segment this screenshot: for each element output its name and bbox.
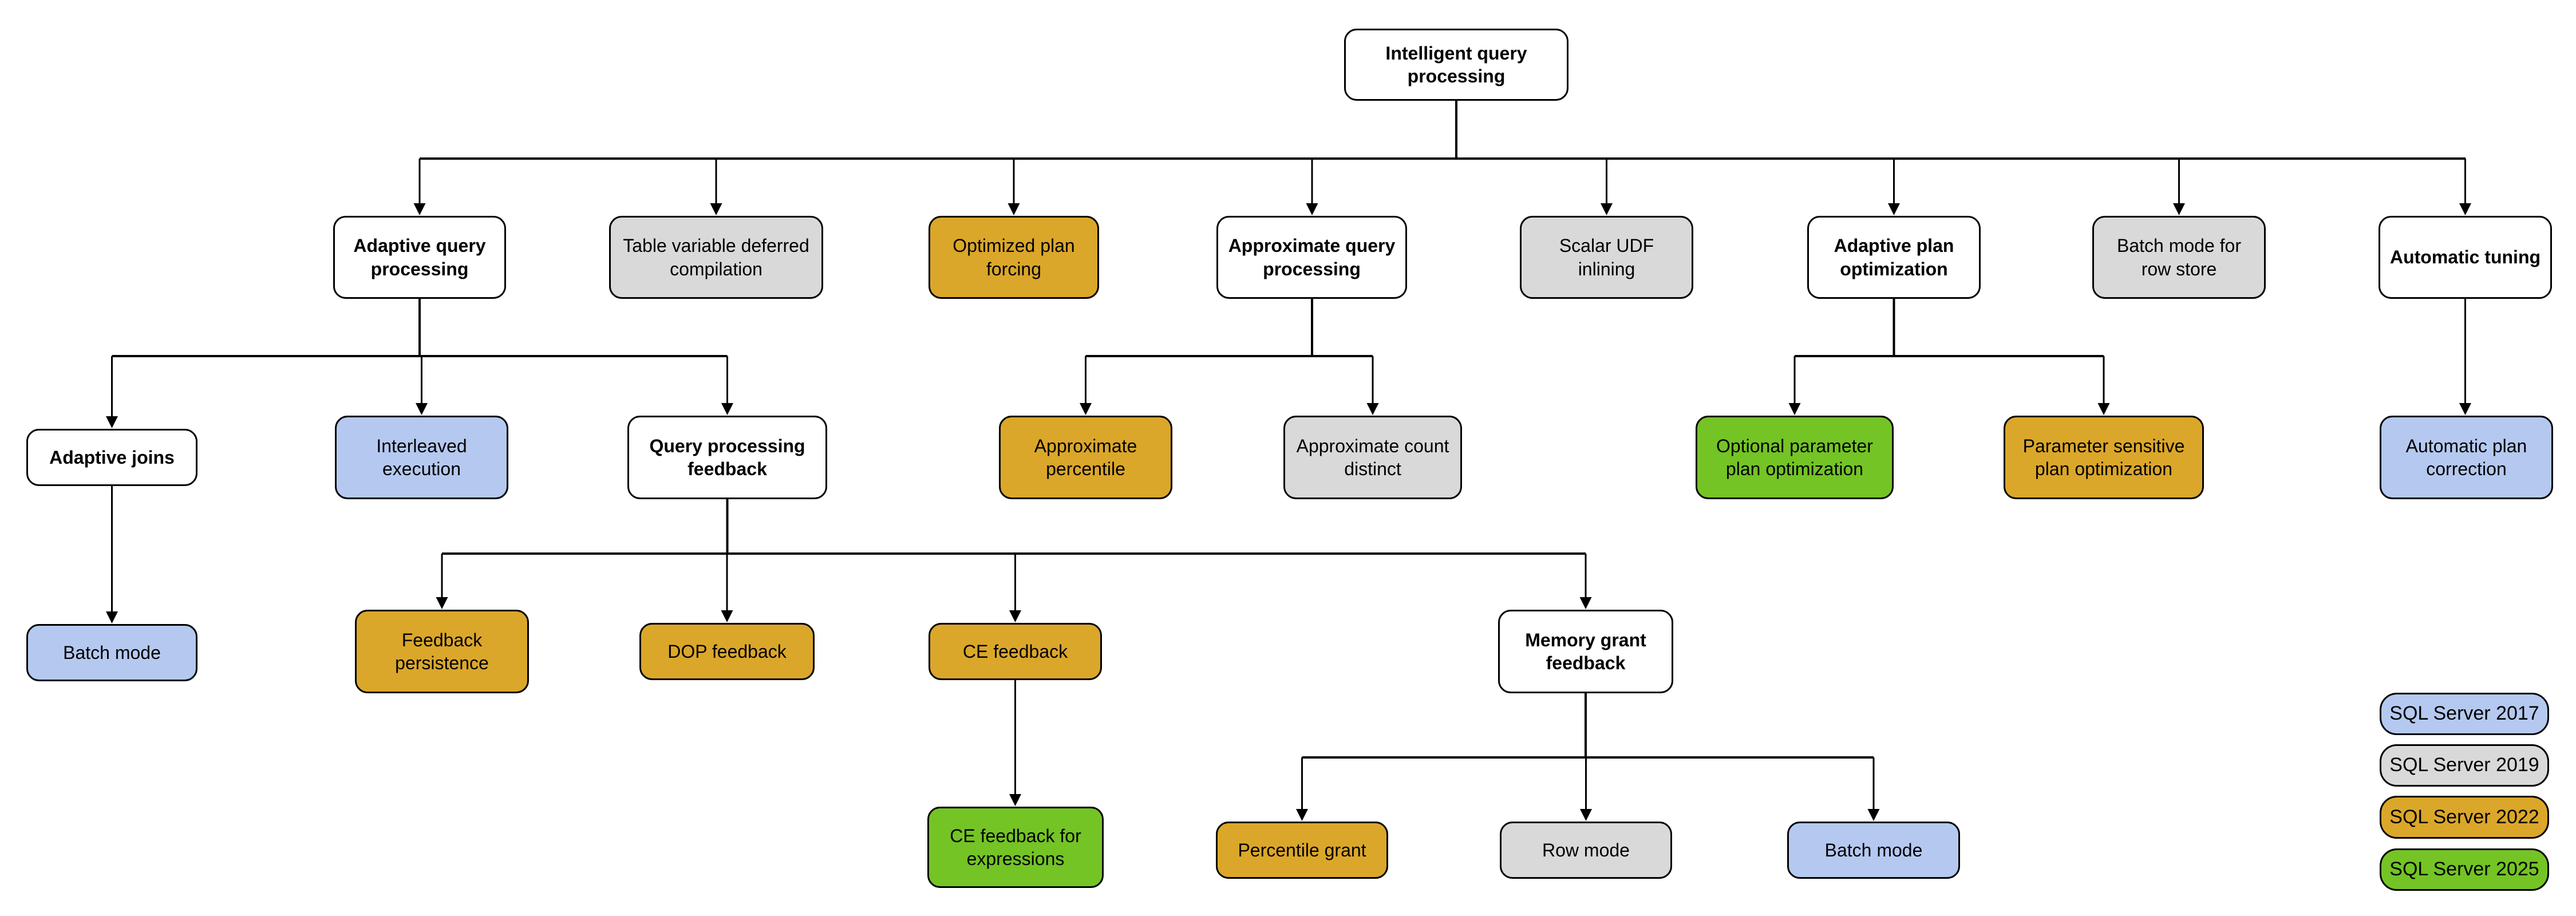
node-memory-grant-feedback: Memory grant feedback: [1498, 610, 1673, 693]
legend-sql-server-2019: SQL Server 2019: [2380, 744, 2549, 787]
node-percentile-grant: Percentile grant: [1216, 822, 1388, 879]
node-batch-mode-adaptive-joins: Batch mode: [26, 624, 197, 681]
node-dop-feedback: DOP feedback: [639, 623, 815, 680]
node-adaptive-plan-optimization: Adaptive plan optimization: [1807, 216, 1981, 299]
node-approximate-query-processing: Approximate query processing: [1216, 216, 1407, 299]
node-adaptive-joins: Adaptive joins: [26, 429, 197, 486]
node-row-mode: Row mode: [1500, 822, 1672, 879]
node-automatic-plan-correction: Automatic plan correction: [2380, 416, 2553, 499]
node-feedback-persistence: Feedback persistence: [355, 610, 529, 693]
node-batch-mode-memory-grant: Batch mode: [1787, 822, 1960, 879]
node-ce-feedback-for-expressions: CE feedback for expressions: [927, 807, 1104, 888]
node-interleaved-execution: Interleaved execution: [335, 416, 508, 499]
node-automatic-tuning: Automatic tuning: [2379, 216, 2552, 299]
legend-sql-server-2025: SQL Server 2025: [2380, 848, 2549, 891]
node-optional-parameter-plan-optimization: Optional parameter plan optimization: [1696, 416, 1894, 499]
node-optimized-plan-forcing: Optimized plan forcing: [929, 216, 1099, 299]
node-intelligent-query-processing: Intelligent query processing: [1344, 29, 1568, 101]
node-approximate-count-distinct: Approximate count distinct: [1283, 416, 1462, 499]
node-scalar-udf-inlining: Scalar UDF inlining: [1520, 216, 1693, 299]
legend-sql-server-2017: SQL Server 2017: [2380, 693, 2549, 735]
node-approximate-percentile: Approximate percentile: [999, 416, 1172, 499]
node-adaptive-query-processing: Adaptive query processing: [333, 216, 506, 299]
node-parameter-sensitive-plan-optimization: Parameter sensitive plan optimization: [2004, 416, 2204, 499]
node-query-processing-feedback: Query processing feedback: [627, 416, 827, 499]
node-batch-mode-for-row-store: Batch mode for row store: [2092, 216, 2266, 299]
node-table-variable-deferred-compilation: Table variable deferred compilation: [609, 216, 823, 299]
node-ce-feedback: CE feedback: [929, 623, 1102, 680]
legend-sql-server-2022: SQL Server 2022: [2380, 796, 2549, 839]
